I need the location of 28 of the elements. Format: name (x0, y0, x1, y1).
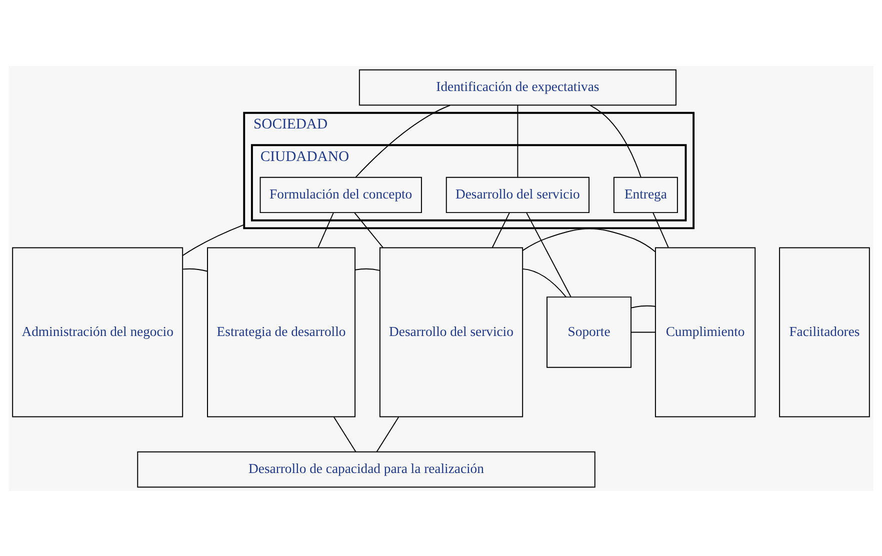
connector (355, 104, 451, 178)
node-box: Desarrollo de capacidad para la realización (137, 450, 596, 488)
connector (652, 212, 669, 248)
connector (492, 212, 510, 248)
node-box: Desarrollo del servicio (379, 246, 524, 417)
connector (630, 331, 656, 332)
connector (517, 104, 518, 178)
connector (522, 268, 566, 297)
connector (590, 104, 642, 178)
connector (526, 212, 572, 297)
connector (318, 212, 334, 248)
connector (354, 268, 380, 270)
node-box: Administración del negocio (12, 246, 184, 417)
connector (182, 268, 208, 272)
connector (333, 416, 356, 452)
node-box: Soporte (546, 296, 632, 368)
node-box: Cumplimiento (654, 246, 756, 417)
connector (630, 304, 656, 308)
node-box: Identificación de expectativas (358, 68, 676, 106)
connector (522, 228, 656, 252)
connector (182, 224, 245, 256)
connector (376, 416, 400, 452)
node-box: Entrega (613, 176, 678, 213)
connector (354, 212, 384, 248)
node-box: Desarrollo del servicio (446, 176, 590, 213)
node-box: Formulación del concepto (260, 176, 422, 213)
node-box: Estrategia de desarrollo (207, 246, 356, 417)
node-box: Facilitadores (779, 246, 870, 417)
